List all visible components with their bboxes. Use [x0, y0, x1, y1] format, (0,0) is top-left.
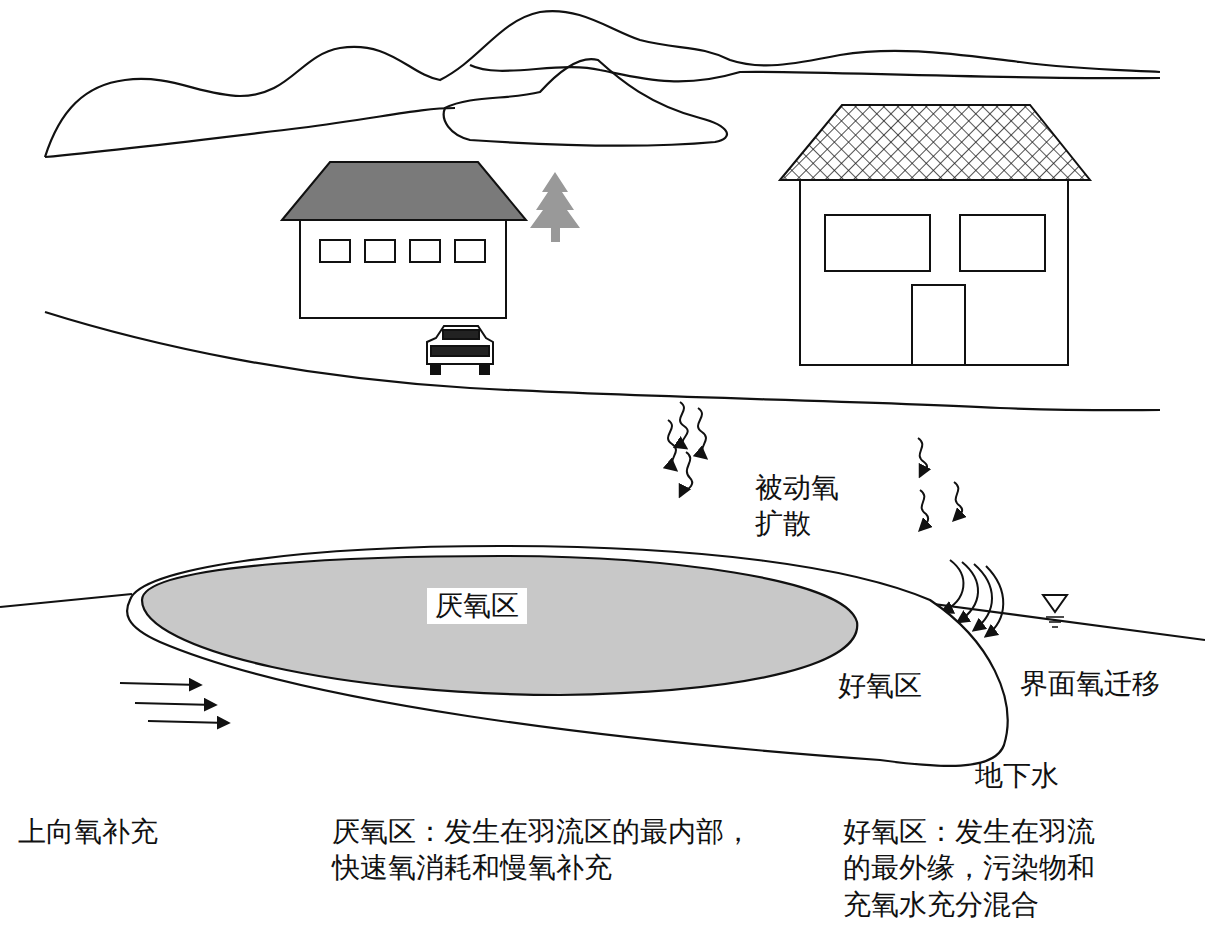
- curved-arrow: [942, 560, 963, 612]
- water-table-line: [0, 594, 132, 607]
- zone-boundary: [127, 546, 1008, 766]
- curved-arrow: [986, 566, 1003, 636]
- upward-supply-arrows: [120, 683, 228, 723]
- wavy-arrow: [680, 452, 692, 496]
- tree: [530, 172, 580, 242]
- caption-note: 好氧区：发生在羽流 的最外缘，污染物和 充氧水充分混合: [843, 814, 1106, 923]
- annotation-label: 被动氧 扩散: [755, 470, 850, 543]
- car-grille: [431, 346, 489, 356]
- flow-arrow: [120, 683, 200, 685]
- door: [912, 285, 965, 365]
- annotation-label: 上向氧补充: [18, 814, 158, 850]
- zone-label: 厌氧区: [427, 588, 527, 624]
- wavy-arrow: [680, 402, 688, 448]
- zone-boundary: [142, 556, 857, 695]
- hill-line: [470, 65, 1160, 81]
- window: [410, 240, 440, 262]
- hills: [45, 11, 1160, 410]
- annotation-label: 界面氧迁移: [1020, 666, 1160, 702]
- water-table-symbol: [1046, 617, 1064, 627]
- wavy-arrow: [954, 482, 962, 520]
- zone-outline: [137, 552, 867, 702]
- water-table-symbol: [1043, 595, 1067, 612]
- tree-trunk: [551, 226, 560, 242]
- window: [960, 215, 1045, 271]
- annotation-label: 地下水: [975, 758, 1059, 794]
- flow-arrow: [148, 721, 228, 723]
- curved-arrow: [974, 564, 992, 630]
- car-window: [443, 330, 479, 339]
- flow-arrow: [135, 703, 215, 705]
- wavy-arrow: [698, 408, 706, 458]
- wall: [800, 180, 1068, 365]
- window: [320, 240, 350, 262]
- window: [825, 215, 930, 271]
- wavy-arrow: [668, 420, 676, 470]
- hill-line: [45, 108, 455, 157]
- caption-note: 厌氧区：发生在羽流区的最内部， 快速氧消耗和慢氧补充: [332, 814, 763, 887]
- car-body: [427, 326, 493, 364]
- zone-label: 好氧区: [838, 668, 922, 704]
- curved-arrow: [958, 562, 978, 622]
- wavy-arrow: [920, 490, 928, 530]
- right-house: [780, 105, 1090, 365]
- plume-zone: 厌氧区: [137, 552, 867, 702]
- cloud-hill: [444, 59, 727, 146]
- left-house: [282, 162, 526, 318]
- window: [365, 240, 395, 262]
- plume-zone: 好氧区 厌氧区: [120, 540, 1020, 775]
- roof: [282, 162, 526, 220]
- tiled-roof: [780, 105, 1090, 180]
- window: [455, 240, 485, 262]
- wall: [300, 220, 506, 318]
- car-wheel: [480, 364, 489, 374]
- car: [427, 326, 493, 374]
- tree-crown: [530, 172, 580, 228]
- car-wheel: [431, 364, 440, 374]
- wavy-arrow: [918, 438, 927, 476]
